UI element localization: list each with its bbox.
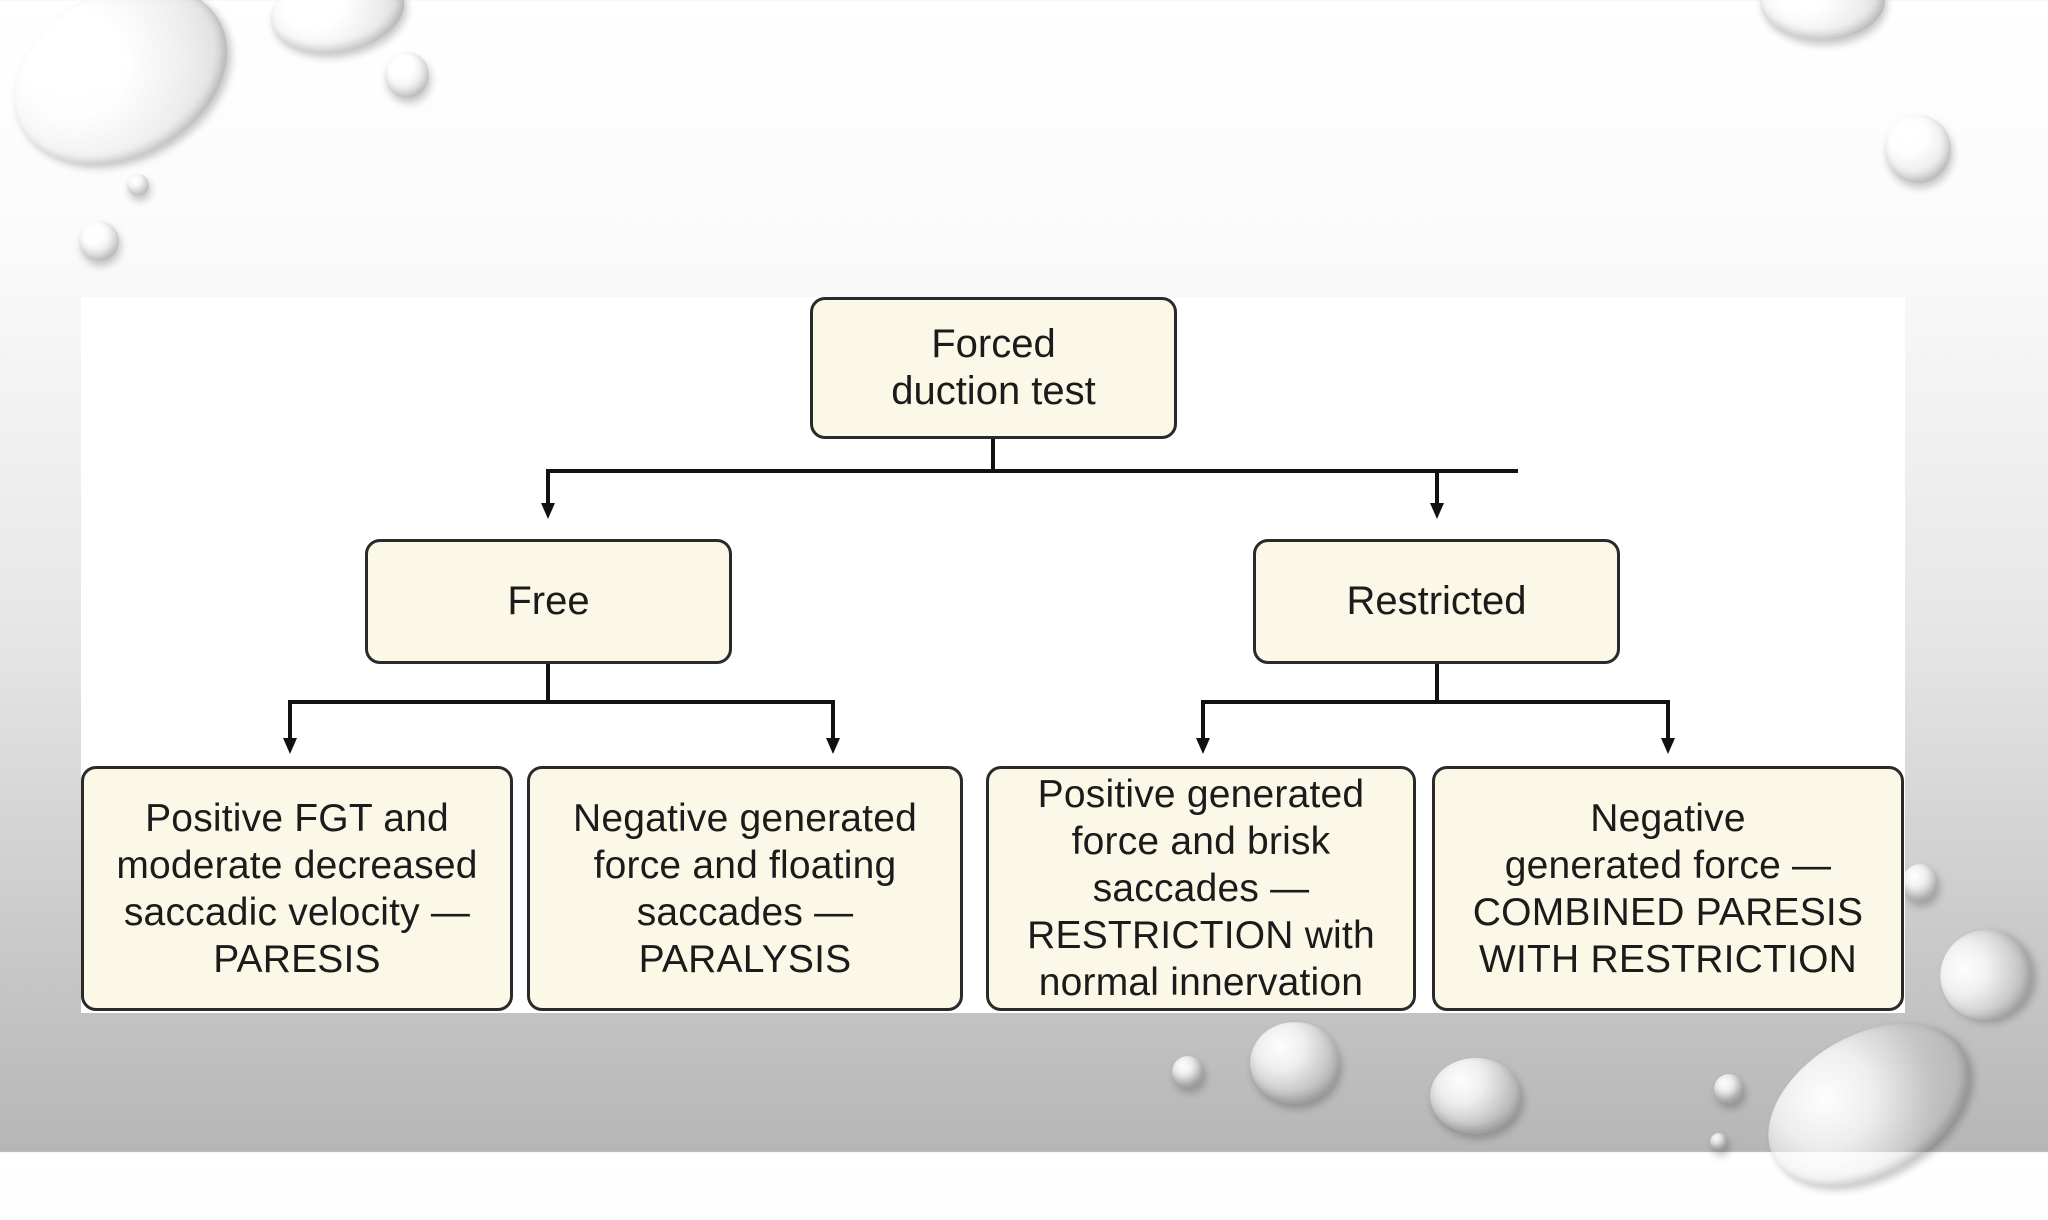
- connector-free-stem: [546, 664, 550, 702]
- water-droplet-decoration: [127, 174, 149, 196]
- branch-node-free: Free: [365, 539, 732, 664]
- branch-restricted-label: Restricted: [1346, 579, 1527, 623]
- root-node-label: Forced duction test: [891, 322, 1096, 413]
- connector-root-horizontal: [546, 469, 1518, 473]
- connector-restricted-stem: [1435, 664, 1439, 702]
- outcome-paresis-text: Positive FGT and moderate decreased sacc…: [116, 796, 478, 981]
- water-droplet-decoration: [1760, 0, 1885, 40]
- water-droplet-decoration: [1902, 864, 1938, 902]
- outcome-paralysis-text: Negative generated force and floating sa…: [572, 796, 917, 981]
- connector-to-paresis: [288, 700, 292, 738]
- water-droplet-decoration: [1710, 1133, 1728, 1151]
- outcome-node-paresis: Positive FGT and moderate decreased sacc…: [81, 766, 513, 1011]
- water-droplet-decoration: [385, 52, 429, 98]
- water-droplet-decoration: [1172, 1056, 1204, 1088]
- arrow-to-free: [541, 503, 555, 519]
- water-droplet-decoration: [0, 0, 259, 201]
- outcome-combined-text: Negative generated force — COMBINED PARE…: [1472, 796, 1864, 981]
- outcome-node-combined: Negative generated force — COMBINED PARE…: [1432, 766, 1904, 1011]
- branch-free-label: Free: [507, 579, 590, 623]
- outcome-node-restriction: Positive generated force and brisk sacca…: [986, 766, 1416, 1011]
- connector-restricted-horizontal: [1201, 700, 1670, 704]
- connector-free-horizontal: [288, 700, 835, 704]
- connector-to-restricted: [1435, 469, 1439, 503]
- water-droplet-decoration: [1430, 1058, 1522, 1134]
- water-droplet-decoration: [1922, 911, 2048, 1039]
- branch-node-restricted: Restricted: [1253, 539, 1620, 664]
- arrow-to-combined: [1661, 738, 1675, 754]
- water-droplet-decoration: [1885, 115, 1951, 183]
- water-droplet-decoration: [79, 221, 119, 261]
- connector-root-stem: [991, 439, 995, 471]
- water-droplet-decoration: [1714, 1074, 1744, 1104]
- root-node: Forced duction test: [810, 297, 1177, 439]
- arrow-to-restriction: [1196, 738, 1210, 754]
- connector-to-paralysis: [831, 700, 835, 738]
- arrow-to-paresis: [283, 738, 297, 754]
- water-droplet-decoration: [1739, 989, 1999, 1220]
- connector-to-free: [546, 469, 550, 503]
- arrow-to-paralysis: [826, 738, 840, 754]
- connector-to-restriction: [1201, 700, 1205, 738]
- arrow-to-restricted: [1430, 503, 1444, 519]
- outcome-restriction-text: Positive generated force and brisk sacca…: [1027, 773, 1375, 1004]
- outcome-node-paralysis: Negative generated force and floating sa…: [527, 766, 963, 1011]
- water-droplet-decoration: [263, 0, 412, 64]
- forced-duction-flowchart: Forced duction test Free Restricted Posi…: [81, 297, 1905, 1013]
- connector-to-combined: [1666, 700, 1670, 738]
- water-droplet-decoration: [1250, 1022, 1340, 1104]
